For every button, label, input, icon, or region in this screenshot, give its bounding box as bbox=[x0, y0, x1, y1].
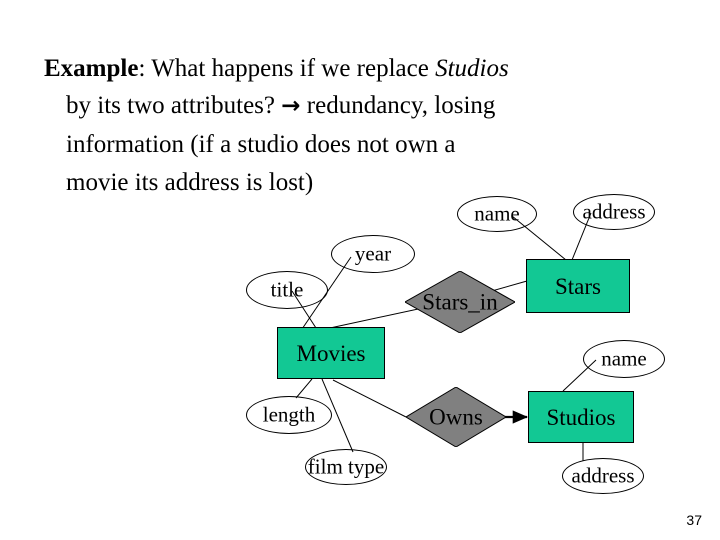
entity-label: Stars bbox=[555, 273, 601, 299]
relationship-owns: Owns bbox=[406, 387, 506, 447]
attribute-label: year bbox=[354, 241, 392, 266]
relationship-label: Owns bbox=[429, 404, 483, 430]
ellipse-shape bbox=[246, 271, 328, 309]
diamond-shape bbox=[406, 387, 506, 447]
right-arrow-icon: → bbox=[281, 93, 301, 119]
attribute-stars-name: name bbox=[457, 196, 537, 232]
attribute-label: title bbox=[270, 277, 304, 302]
attribute-studios-name: name bbox=[583, 340, 665, 378]
er-edge bbox=[321, 378, 354, 453]
attribute-movies-film-type: film type bbox=[305, 449, 387, 485]
title-line-4-text: movie its address is lost) bbox=[66, 169, 314, 196]
title-line-2-text-b: redundancy, losing bbox=[300, 92, 496, 119]
title-line-1: Example: What happens if we replace Stud… bbox=[44, 50, 684, 87]
ellipse-shape bbox=[305, 449, 387, 485]
er-edge bbox=[295, 378, 313, 399]
entity-studios: Studios bbox=[528, 391, 634, 443]
ellipse-shape bbox=[573, 194, 655, 230]
ellipse-shape bbox=[246, 396, 332, 434]
attribute-label: name bbox=[601, 346, 647, 371]
entity-movies: Movies bbox=[277, 327, 385, 379]
title-emphasis-example: Example bbox=[44, 55, 139, 82]
relationship-stars_in: Stars_in bbox=[405, 271, 515, 333]
title-line-3: information (if a studio does not own a bbox=[44, 125, 684, 165]
attribute-movies-length: length bbox=[246, 396, 332, 434]
page-number: 37 bbox=[686, 512, 702, 528]
title-line-3-text: information (if a studio does not own a bbox=[66, 131, 456, 158]
ellipse-shape bbox=[331, 235, 415, 273]
ellipse-shape bbox=[562, 458, 644, 494]
attribute-movies-title: title bbox=[246, 271, 328, 309]
attribute-label: film type bbox=[307, 454, 385, 479]
title-line-1-text: : What happens if we replace bbox=[138, 55, 436, 82]
er-edge bbox=[332, 379, 407, 418]
title-line-2-text-a: by its two attributes? bbox=[66, 92, 282, 119]
ellipse-shape bbox=[583, 340, 665, 378]
title-line-2: by its two attributes? → redundancy, los… bbox=[44, 87, 684, 125]
attribute-label: length bbox=[262, 402, 316, 427]
title-line-4: movie its address is lost) bbox=[44, 165, 684, 201]
relationship-label: Stars_in bbox=[422, 289, 498, 315]
attribute-stars-address: address bbox=[573, 194, 655, 230]
entity-label: Studios bbox=[546, 404, 616, 430]
ellipse-shape bbox=[457, 196, 537, 232]
attribute-studios-address: address bbox=[562, 458, 644, 494]
title-italic-studios: Studios bbox=[435, 55, 509, 82]
attribute-label: name bbox=[474, 201, 520, 226]
attribute-label: address bbox=[571, 463, 635, 488]
attribute-movies-year: year bbox=[331, 235, 415, 273]
diamond-shape bbox=[405, 271, 515, 333]
attribute-label: address bbox=[582, 199, 646, 224]
entity-stars: Stars bbox=[526, 259, 630, 313]
slide-text-block: Example: What happens if we replace Stud… bbox=[44, 50, 684, 201]
entity-label: Movies bbox=[296, 340, 366, 366]
